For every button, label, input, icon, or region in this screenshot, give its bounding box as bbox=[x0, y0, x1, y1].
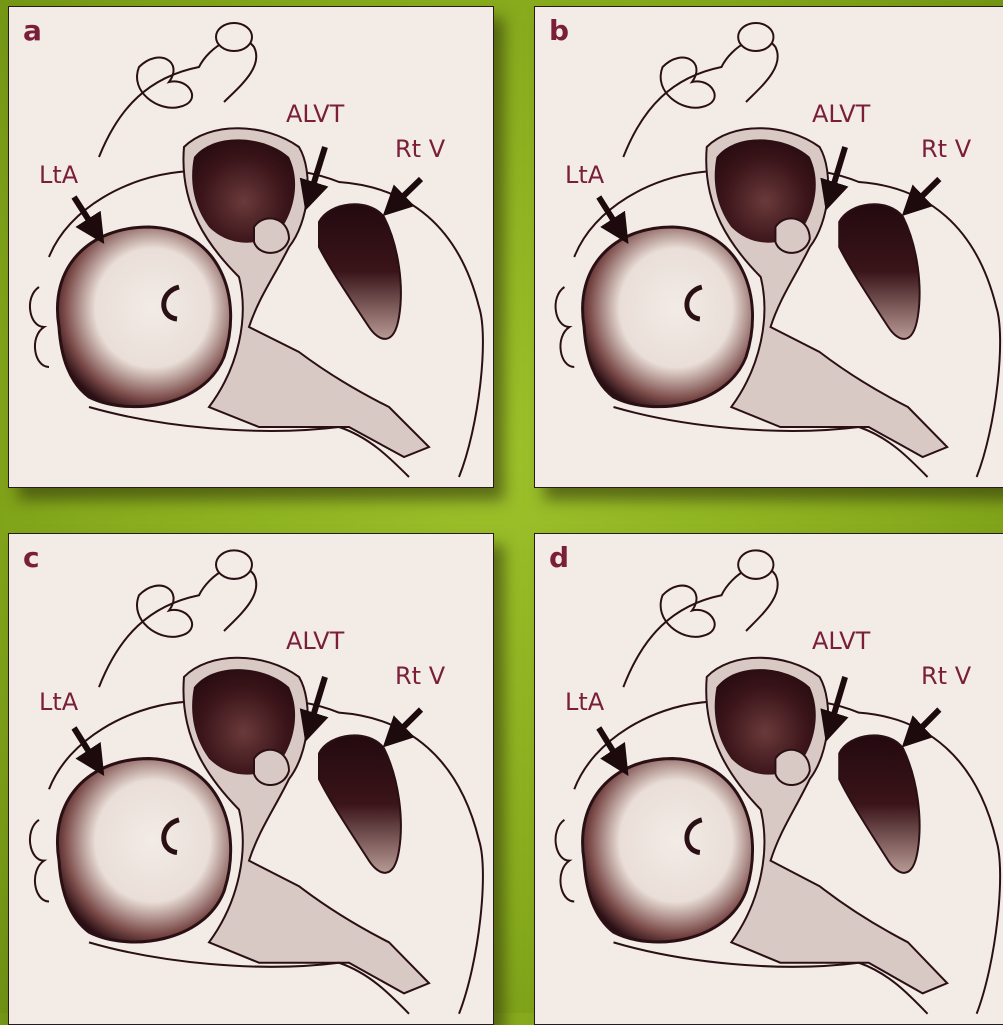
vessel-opening bbox=[216, 23, 252, 51]
valve-leaflet bbox=[775, 750, 809, 785]
label-alvt: ALVT bbox=[286, 629, 344, 653]
right-ventricle bbox=[319, 735, 401, 872]
panel-a: a LtA ALVT Rt V bbox=[8, 6, 494, 488]
arrow-lta bbox=[599, 728, 625, 771]
pulmonary-vessels bbox=[137, 58, 192, 108]
label-lta: LtA bbox=[39, 163, 78, 187]
label-lta: LtA bbox=[565, 690, 604, 714]
vessel-opening bbox=[216, 550, 252, 579]
arrow-lta bbox=[74, 197, 101, 239]
heart-illustration bbox=[9, 534, 493, 1024]
panel-letter: c bbox=[23, 544, 40, 572]
auricle bbox=[30, 287, 49, 367]
label-rtv: Rt V bbox=[395, 664, 445, 688]
pulmonary-vessels bbox=[137, 586, 192, 637]
label-alvt: ALVT bbox=[812, 629, 870, 653]
arrow-lta bbox=[599, 197, 625, 239]
left-atrium bbox=[583, 227, 753, 407]
left-atrium bbox=[57, 227, 230, 407]
label-lta: LtA bbox=[39, 690, 78, 714]
left-atrium bbox=[583, 759, 753, 942]
vessel-opening bbox=[738, 23, 773, 51]
valve-leaflet bbox=[254, 750, 289, 785]
panel-b: b LtA ALVT Rt V bbox=[534, 6, 1003, 488]
label-alvt: ALVT bbox=[286, 102, 344, 126]
valve-leaflet bbox=[254, 218, 289, 253]
right-ventricle bbox=[319, 204, 401, 339]
label-lta: LtA bbox=[565, 163, 604, 187]
right-ventricle bbox=[839, 204, 919, 339]
auricle bbox=[556, 820, 575, 902]
pulmonary-vessels bbox=[661, 586, 715, 637]
vessel-opening bbox=[738, 550, 773, 579]
label-rtv: Rt V bbox=[395, 137, 445, 161]
panel-d: d LtA ALVT Rt V bbox=[534, 533, 1003, 1025]
heart-illustration bbox=[535, 534, 1003, 1024]
auricle bbox=[556, 287, 575, 367]
heart-illustration bbox=[535, 7, 1003, 487]
right-ventricle bbox=[839, 735, 919, 872]
heart-illustration bbox=[9, 7, 493, 487]
arrow-lta bbox=[74, 728, 101, 771]
label-rtv: Rt V bbox=[921, 137, 971, 161]
pulmonary-vessels bbox=[661, 58, 715, 108]
panel-letter: a bbox=[23, 17, 42, 45]
panel-letter: d bbox=[549, 544, 569, 572]
panel-letter: b bbox=[549, 17, 569, 45]
auricle bbox=[30, 820, 49, 902]
label-rtv: Rt V bbox=[921, 664, 971, 688]
panel-c: c LtA ALVT Rt V bbox=[8, 533, 494, 1025]
label-alvt: ALVT bbox=[812, 102, 870, 126]
left-atrium bbox=[57, 759, 230, 942]
valve-leaflet bbox=[775, 218, 809, 253]
